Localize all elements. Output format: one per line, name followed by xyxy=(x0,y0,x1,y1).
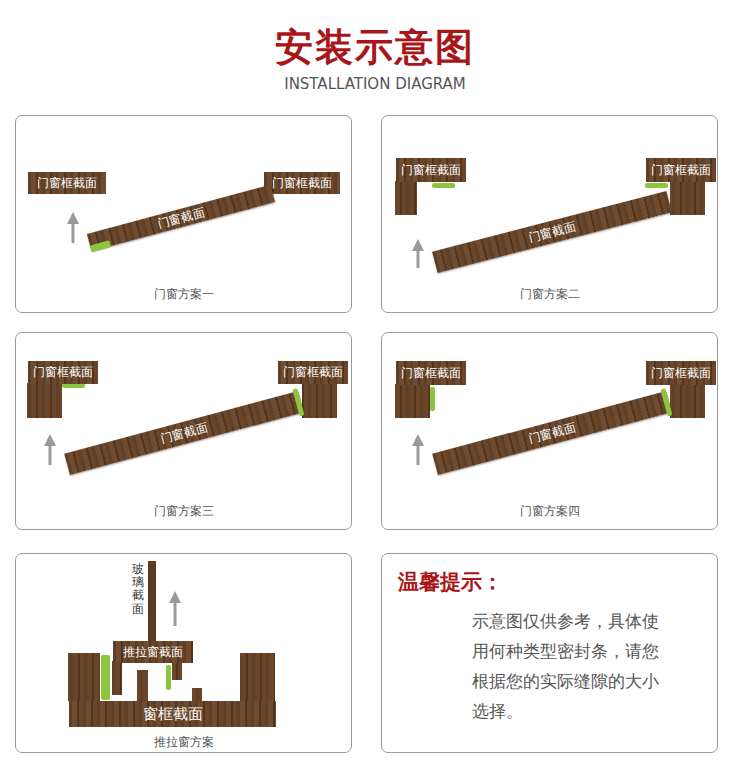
label: 门窗截面 xyxy=(159,419,210,448)
label: 门窗框截面 xyxy=(283,364,343,381)
label: 门窗框截面 xyxy=(272,175,332,192)
tip-panel: 温馨提示： 示意图仅供参考，具体使用何种类型密封条，请您根据您的实际缝隙的大小选择… xyxy=(381,553,718,753)
frame-section: 门窗框截面 xyxy=(28,361,98,384)
frame-section: 门窗框截面 xyxy=(646,361,716,385)
frame-legs xyxy=(27,181,705,418)
scheme-panel: 推拉窗方案 玻璃截面推拉窗截面窗框截面 xyxy=(15,553,352,753)
scheme-panel: 门窗方案三 门窗框截面 门窗框截面门窗截面 xyxy=(15,332,352,530)
frame-section: 门窗框截面 xyxy=(264,172,340,194)
seal-strip xyxy=(660,388,672,416)
label: 门窗截面 xyxy=(527,218,578,246)
frame-section: 门窗框截面 xyxy=(646,158,716,182)
scheme-panel: 门窗方案四 门窗框截面 门窗框截面门窗截面 xyxy=(381,332,718,530)
label: 窗框截面 xyxy=(143,705,203,724)
tip-heading: 温馨提示： xyxy=(398,568,503,596)
scheme-caption: 门窗方案四 xyxy=(382,503,717,520)
seal-strip xyxy=(90,240,111,252)
label: 推拉窗截面 xyxy=(123,644,183,661)
label: 门窗截面 xyxy=(156,204,207,233)
scheme-panel: 门窗方案一 门窗框截面 门窗框截面门窗截面 xyxy=(15,115,352,313)
door-section: 门窗截面 xyxy=(432,391,671,475)
door-section: 门窗截面 xyxy=(64,391,303,475)
seal-strip xyxy=(292,388,304,416)
door-section: 门窗截面 xyxy=(87,185,275,252)
scheme-caption: 推拉窗方案 xyxy=(16,734,351,751)
title: 安装示意图 xyxy=(0,22,750,73)
vertical-label: 玻璃截面 xyxy=(132,563,144,616)
subtitle: INSTALLATION DIAGRAM xyxy=(0,75,750,93)
label: 门窗框截面 xyxy=(651,162,711,179)
scheme-caption: 门窗方案二 xyxy=(382,286,717,303)
label: 门窗框截面 xyxy=(401,365,461,382)
frame-section: 门窗框截面 xyxy=(28,172,106,194)
sliding-window-frame xyxy=(68,561,275,701)
frame-section: 门窗框截面 xyxy=(396,361,466,385)
label: 门窗框截面 xyxy=(401,162,461,179)
frame-section: 门窗框截面 xyxy=(396,158,466,182)
frame-section: 窗框截面 xyxy=(69,701,276,727)
door-section: 门窗截面 xyxy=(432,191,672,273)
scheme-panel: 门窗方案二 门窗框截面 门窗框截面门窗截面 xyxy=(381,115,718,313)
glass-section: 玻璃截面 xyxy=(132,563,144,616)
frame-section: 门窗框截面 xyxy=(278,361,348,384)
label: 门窗框截面 xyxy=(37,175,97,192)
tip-body: 示意图仅供参考，具体使用何种类型密封条，请您根据您的实际缝隙的大小选择。 xyxy=(472,606,662,726)
up-arrows xyxy=(50,218,418,626)
frame-section: 推拉窗截面 xyxy=(113,641,193,663)
scheme-caption: 门窗方案三 xyxy=(16,503,351,520)
label: 门窗框截面 xyxy=(651,365,711,382)
label: 门窗框截面 xyxy=(33,364,93,381)
scheme-caption: 门窗方案一 xyxy=(16,286,351,303)
label: 门窗截面 xyxy=(527,419,578,448)
